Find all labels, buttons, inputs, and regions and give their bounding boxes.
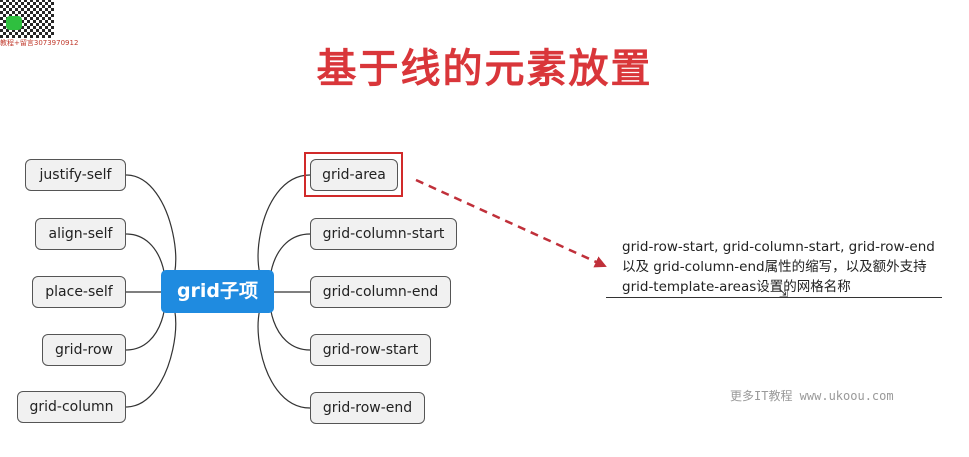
node-align-self: align-self [35, 218, 126, 250]
node-justify-self: justify-self [25, 159, 126, 191]
note-line-1: grid-row-start, grid-column-start, grid-… [622, 239, 935, 255]
node-grid-row-end: grid-row-end [310, 392, 425, 424]
mouse-cursor-icon: ⇲ [779, 287, 789, 300]
node-grid-column: grid-column [17, 391, 126, 423]
node-place-self: place-self [32, 276, 126, 308]
node-grid-column-start: grid-column-start [310, 218, 457, 250]
note-line-3: grid-template-areas设置的网格名称 [622, 279, 851, 295]
center-node-grid-item: grid子项 [161, 270, 274, 313]
node-grid-area: grid-area [310, 159, 398, 191]
link-grid-row-start [269, 291, 311, 351]
wechat-icon [6, 16, 22, 30]
note-underline [606, 297, 942, 298]
description-note: grid-row-start, grid-column-start, grid-… [622, 237, 952, 297]
watermark-caption: 教程+留言3073970912 [0, 39, 79, 47]
highlight-box [304, 152, 403, 197]
node-grid-row-start: grid-row-start [310, 334, 431, 366]
link-align-self [125, 233, 166, 292]
footer-watermark: 更多IT教程 www.ukoou.com [730, 389, 894, 403]
slide-title: 基于线的元素放置 [316, 46, 653, 92]
node-grid-row: grid-row [42, 334, 126, 366]
note-line-2: 以及 grid-column-end属性的缩写，以及额外支持 [622, 259, 927, 275]
link-grid-row [125, 291, 166, 351]
link-grid-column-start [269, 233, 311, 292]
dashed-arrow [415, 178, 607, 268]
node-grid-column-end: grid-column-end [310, 276, 451, 308]
